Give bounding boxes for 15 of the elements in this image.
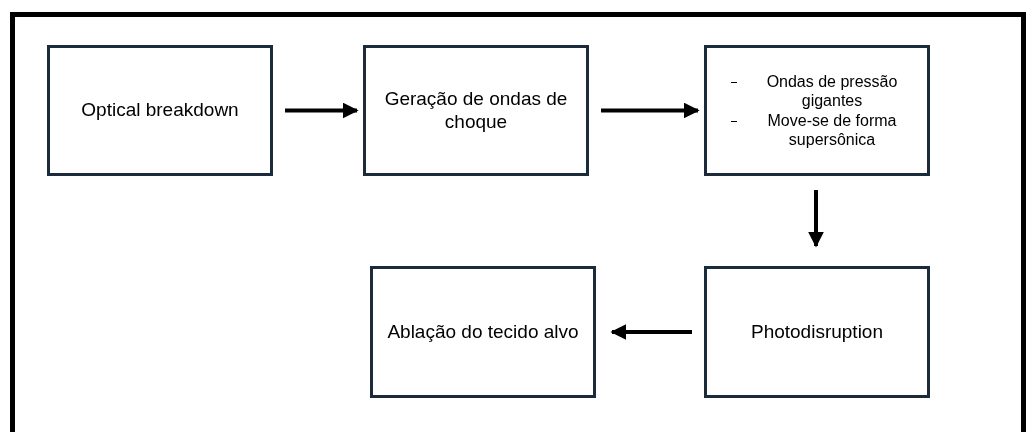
box-label: Geração de ondas de choque — [383, 87, 569, 134]
process-box — [704, 266, 930, 398]
process-box — [47, 45, 273, 176]
list-item-text: Ondas de pressão gigantes — [765, 72, 899, 111]
box-label: Ablação do tecido alvo — [387, 320, 579, 344]
process-box — [370, 266, 596, 398]
process-box — [363, 45, 589, 176]
arrow — [285, 102, 359, 119]
arrow — [610, 324, 692, 340]
box-label: Photodisruption — [750, 320, 883, 344]
process-box — [704, 45, 930, 176]
box-label: Optical breakdown — [81, 99, 239, 122]
arrow — [808, 190, 824, 248]
arrow — [601, 102, 700, 119]
list-item-text: Move-se de forma supersônica — [766, 110, 898, 149]
